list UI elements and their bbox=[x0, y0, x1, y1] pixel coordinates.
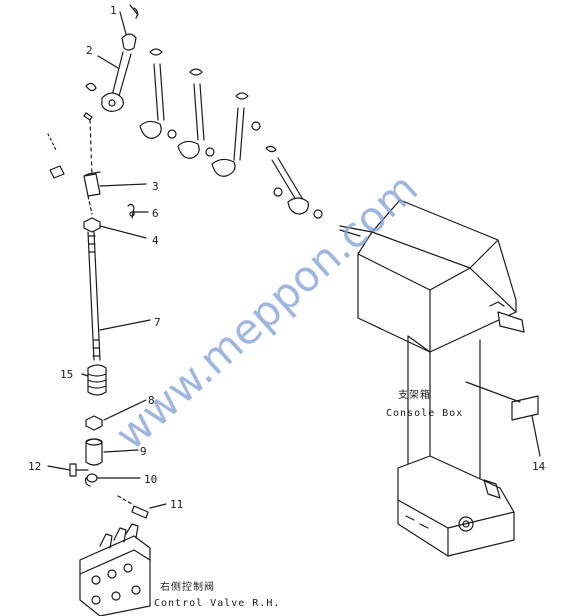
callout-1: 1 bbox=[110, 4, 117, 17]
part-11-pin bbox=[117, 495, 149, 519]
callout-7: 7 bbox=[154, 316, 161, 329]
part-pin-small bbox=[47, 133, 65, 179]
callout-3: 3 bbox=[152, 180, 159, 193]
control-valve-label-cn: 右侧控制阀 bbox=[160, 580, 215, 593]
part-8-washer bbox=[85, 415, 103, 431]
callout-14: 14 bbox=[532, 460, 546, 473]
leader-lines bbox=[47, 11, 541, 509]
callout-2: 2 bbox=[86, 44, 93, 57]
callout-6: 6 bbox=[152, 207, 159, 220]
callout-10: 10 bbox=[144, 473, 157, 486]
part-1-knob bbox=[121, 4, 139, 51]
callout-9: 9 bbox=[140, 445, 147, 458]
control-valve-label-en: Control Valve R.H. bbox=[154, 598, 280, 609]
callout-12: 12 bbox=[28, 460, 41, 473]
part-12-bolt bbox=[69, 463, 89, 477]
part-6-clip bbox=[127, 203, 135, 219]
callout-4: 4 bbox=[152, 234, 159, 247]
part-14-plate bbox=[511, 395, 539, 421]
console-box bbox=[339, 199, 525, 557]
callout-8: 8 bbox=[148, 394, 155, 407]
part-3-block bbox=[83, 171, 101, 215]
lever-group bbox=[139, 48, 323, 219]
part-7-rod bbox=[87, 231, 101, 361]
callout-11: 11 bbox=[170, 498, 183, 511]
part-10-ring bbox=[84, 473, 98, 487]
console-box-label-cn: 支架箱 bbox=[398, 388, 431, 401]
console-box-label-en: Console Box bbox=[386, 408, 463, 419]
part-9-sleeve bbox=[85, 438, 103, 466]
part-2-lever bbox=[83, 51, 132, 121]
part-4-nut bbox=[83, 217, 101, 233]
callout-15: 15 bbox=[60, 368, 73, 381]
control-valve bbox=[79, 523, 151, 616]
callouts: 1 2 3 6 4 7 15 8 9 10 12 11 14 bbox=[28, 4, 546, 511]
part-15-spring bbox=[87, 364, 107, 396]
